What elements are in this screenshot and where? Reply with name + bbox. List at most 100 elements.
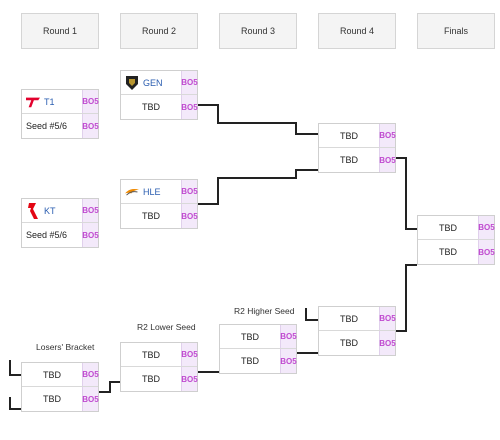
score-format: BO5 [181,343,198,366]
team-row[interactable]: TBD BO5 [121,95,198,119]
team-name: TBD [241,356,259,366]
round-header-4: Round 4 [318,13,396,49]
team-t1: T1 [22,90,82,113]
team-seed: Seed #5/6 [22,223,82,247]
score-format: BO5 [181,95,198,119]
team-row[interactable]: TBD BO5 [22,363,99,387]
score-format: BO5 [379,124,396,147]
score-format: BO5 [379,148,396,172]
team-row[interactable]: TBD BO5 [121,343,198,367]
team-name: Seed #5/6 [26,121,68,131]
r1-match-1[interactable]: T1 BO5 Seed #5/6 BO5 [21,89,99,139]
r2-lower-seed-label: R2 Lower Seed [137,322,196,332]
score-format: BO5 [478,216,495,239]
team-tbd: TBD [121,95,181,119]
score-format: BO5 [379,307,396,330]
team-row[interactable]: T1 BO5 [22,90,99,114]
team-row[interactable]: TBD BO5 [22,387,99,411]
finals-match[interactable]: TBD BO5 TBD BO5 [417,215,495,265]
team-tbd: TBD [319,331,379,355]
team-name: KT [44,205,56,216]
team-name: HLE [143,186,161,197]
round-header-3: Round 3 [219,13,297,49]
team-name: TBD [142,211,160,221]
score-format: BO5 [82,223,99,247]
team-tbd: TBD [319,307,379,330]
team-row[interactable]: TBD BO5 [319,331,396,355]
score-format: BO5 [280,349,297,373]
team-row[interactable]: GEN BO5 [121,71,198,95]
team-tbd: TBD [319,124,379,147]
team-tbd: TBD [22,387,82,411]
kt-logo-icon [26,202,40,219]
team-name: TBD [43,394,61,404]
team-row[interactable]: Seed #5/6 BO5 [22,114,99,138]
score-format: BO5 [82,199,99,222]
team-tbd: TBD [220,325,280,348]
losers-r2-match[interactable]: TBD BO5 TBD BO5 [120,342,198,392]
score-format: BO5 [280,325,297,348]
score-format: BO5 [478,240,495,264]
team-row[interactable]: TBD BO5 [319,124,396,148]
team-name: TBD [340,155,358,165]
r4-upper-match[interactable]: TBD BO5 TBD BO5 [318,123,396,173]
team-name: TBD [340,130,358,141]
team-name: TBD [43,369,61,380]
team-name: TBD [142,102,160,112]
team-name: TBD [340,338,358,348]
team-row[interactable]: TBD BO5 [121,367,198,391]
team-hle: HLE [121,180,181,203]
team-name: TBD [340,313,358,324]
team-name: Seed #5/6 [26,230,68,240]
losers-r4-match[interactable]: TBD BO5 TBD BO5 [318,306,396,356]
team-row[interactable]: TBD BO5 [418,240,495,264]
team-tbd: TBD [121,367,181,391]
t1-logo-icon [26,95,40,109]
team-name: TBD [439,222,457,233]
r2-match-2[interactable]: HLE BO5 TBD BO5 [120,179,198,229]
team-name: TBD [142,349,160,360]
hle-logo-icon [125,185,139,199]
team-tbd: TBD [121,343,181,366]
round-header-1: Round 1 [21,13,99,49]
team-row[interactable]: KT BO5 [22,199,99,223]
losers-r3-match[interactable]: TBD BO5 TBD BO5 [219,324,297,374]
r2-higher-seed-label: R2 Higher Seed [234,306,295,316]
team-row[interactable]: TBD BO5 [220,349,297,373]
team-name: TBD [241,331,259,342]
r1-match-2[interactable]: KT BO5 Seed #5/6 BO5 [21,198,99,248]
team-row[interactable]: Seed #5/6 BO5 [22,223,99,247]
team-row[interactable]: TBD BO5 [418,216,495,240]
team-gen: GEN [121,71,181,94]
team-name: TBD [142,374,160,384]
team-row[interactable]: TBD BO5 [319,307,396,331]
team-name: GEN [143,77,163,88]
team-name: TBD [439,247,457,257]
team-row[interactable]: TBD BO5 [319,148,396,172]
team-tbd: TBD [418,216,478,239]
team-kt: KT [22,199,82,222]
team-row[interactable]: TBD BO5 [121,204,198,228]
score-format: BO5 [82,363,99,386]
score-format: BO5 [181,367,198,391]
score-format: BO5 [82,114,99,138]
team-seed: Seed #5/6 [22,114,82,138]
score-format: BO5 [181,180,198,203]
team-tbd: TBD [22,363,82,386]
team-tbd: TBD [319,148,379,172]
team-tbd: TBD [418,240,478,264]
losers-r1-match[interactable]: TBD BO5 TBD BO5 [21,362,99,412]
team-tbd: TBD [121,204,181,228]
score-format: BO5 [82,90,99,113]
team-row[interactable]: TBD BO5 [220,325,297,349]
score-format: BO5 [181,204,198,228]
score-format: BO5 [379,331,396,355]
round-header-finals: Finals [417,13,495,49]
team-name: T1 [44,96,55,107]
score-format: BO5 [181,71,198,94]
gen-logo-icon [125,75,139,90]
losers-bracket-label: Losers' Bracket [36,342,95,352]
team-row[interactable]: HLE BO5 [121,180,198,204]
r2-match-1[interactable]: GEN BO5 TBD BO5 [120,70,198,120]
